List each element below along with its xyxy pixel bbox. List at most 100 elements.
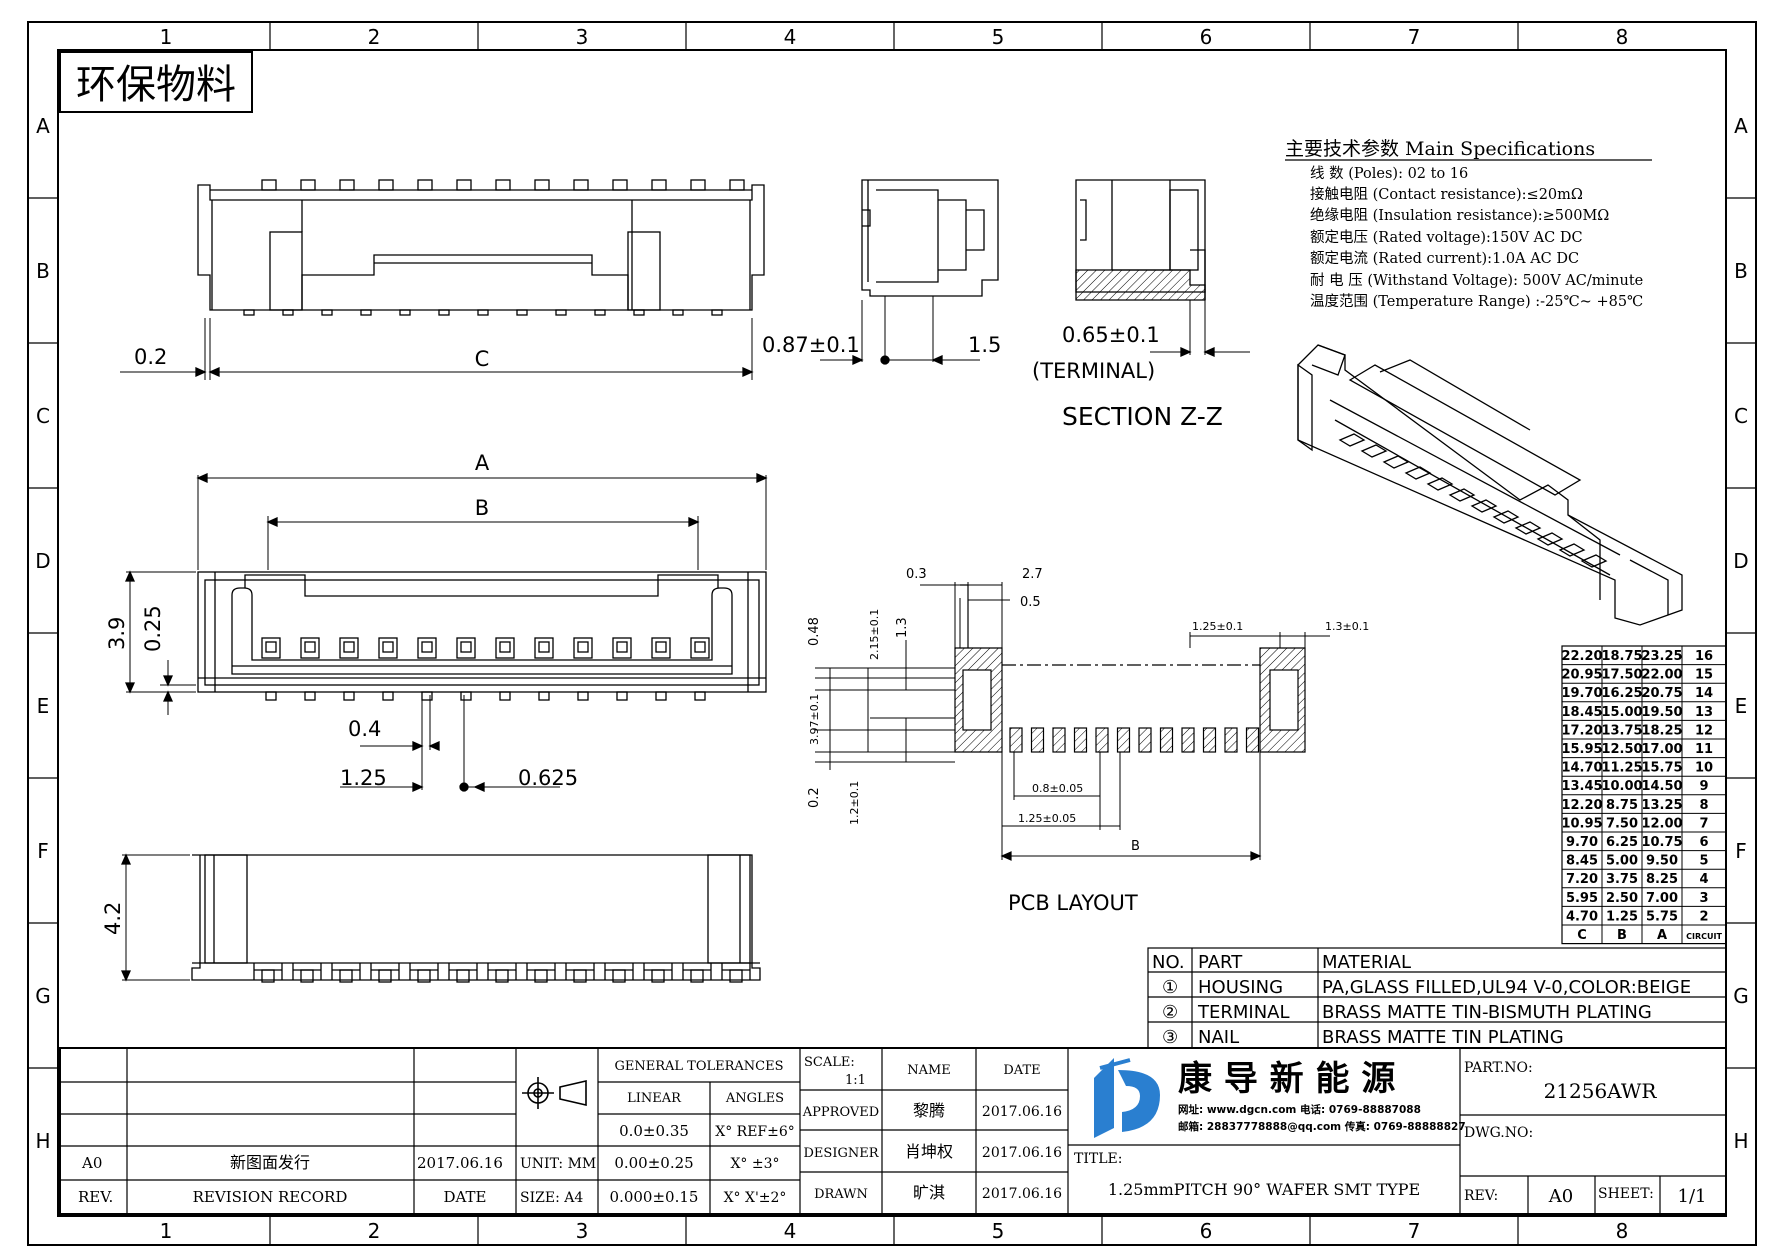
drawn-date: 2017.06.16 — [982, 1186, 1062, 1202]
front-pin-foot — [694, 691, 706, 701]
bom-header-material: MATERIAL — [1322, 952, 1411, 973]
front-pin-foot — [577, 691, 589, 701]
top-pin — [378, 179, 394, 191]
bom-no: ① — [1162, 977, 1178, 998]
bottom-pin — [487, 963, 517, 980]
pcb-pad — [1009, 727, 1023, 753]
dim-table-cell: 2.50 — [1606, 891, 1638, 906]
bottom-pin — [331, 963, 361, 980]
designer-name: 肖坤权 — [905, 1142, 953, 1161]
bottom-view — [120, 853, 761, 983]
iso-pin — [1404, 466, 1432, 480]
pcb-pad — [1052, 727, 1066, 753]
approved-date: 2017.06.16 — [982, 1104, 1062, 1120]
pcb-dim-2-7: 2.7 — [1022, 567, 1043, 582]
company-logo-icon — [1094, 1058, 1160, 1138]
front-pin-foot — [655, 691, 667, 701]
dim-0-4: 0.4 — [348, 717, 381, 741]
pcb-pad — [1095, 727, 1109, 753]
dim-table-cell: 9.70 — [1566, 835, 1598, 850]
dim-table-cell: 12.50 — [1601, 742, 1642, 757]
dim-table-cell: A — [1657, 928, 1667, 943]
row-label: A — [1734, 114, 1748, 138]
dim-c: C — [475, 347, 490, 371]
pcb-dim-0-2: 0.2 — [807, 787, 822, 808]
designer-label: DESIGNER — [804, 1146, 880, 1161]
top-pin-foot — [672, 309, 684, 316]
dim-4-2: 4.2 — [101, 902, 125, 935]
bottom-pin — [682, 963, 712, 980]
col-label: 2 — [368, 25, 381, 49]
tol-linear-val: 0.00±0.25 — [614, 1154, 693, 1172]
side-view-dims: 0.87±0.1 1.5 — [762, 333, 1001, 357]
dim-table-cell: 4 — [1699, 872, 1708, 887]
row-label: B — [1734, 259, 1748, 283]
rev-value: A0 — [1548, 1186, 1573, 1207]
pcb-dim-1-3: 1.3 — [895, 617, 910, 638]
bottom-pin — [721, 963, 751, 980]
top-pin-foot — [516, 309, 528, 316]
iso-pin — [1338, 433, 1366, 447]
company-contact: 邮箱: 28837778888@qq.com 传真: 0769-88888827 — [1178, 1120, 1466, 1133]
dim-table-cell: 4.70 — [1566, 909, 1598, 924]
top-pin-foot — [321, 309, 333, 316]
dim-table-cell: 18.45 — [1561, 705, 1602, 720]
front-pin-foot — [343, 691, 355, 701]
dim-table-cell: 8.45 — [1566, 854, 1598, 869]
bom-material: BRASS MATTE TIN PLATING — [1322, 1027, 1564, 1048]
top-pin-foot — [438, 309, 450, 316]
tol-angle-val: X° X'±2° — [724, 1190, 787, 1206]
pcb-dim-1-25-b: 1.25±0.05 — [1018, 812, 1076, 825]
top-pin-foot — [711, 309, 723, 316]
top-pin-foot — [555, 309, 567, 316]
dim-table-cell: 17.20 — [1561, 723, 1602, 738]
iso-pin — [1448, 488, 1476, 502]
drawing-frame — [27, 21, 1757, 1246]
dim-table-cell: 20.75 — [1641, 686, 1682, 701]
sheet-label: SHEET: — [1598, 1186, 1654, 1202]
drawn-label: DRAWN — [814, 1187, 868, 1202]
dim-table-cell: CIRCUIT — [1686, 932, 1722, 941]
dim-table-cell: 13 — [1695, 705, 1713, 720]
front-pin-core — [382, 641, 394, 653]
top-pin — [573, 179, 589, 191]
dim-table-cell: 10.00 — [1601, 779, 1642, 794]
dim-table-cell: 12 — [1695, 723, 1713, 738]
col-label: 5 — [992, 25, 1005, 49]
front-pin-core — [304, 641, 316, 653]
front-pin — [573, 637, 593, 659]
spec-line: 温度范围 (Temperature Range) :-25℃~ +85℃ — [1310, 293, 1643, 310]
iso-pin — [1558, 543, 1586, 557]
dim-table-cell: 19.70 — [1561, 686, 1602, 701]
front-pin — [417, 637, 437, 659]
pcb-pad — [1030, 727, 1045, 753]
col-label: 4 — [784, 1219, 797, 1243]
dim-table-cell: 7 — [1699, 816, 1708, 831]
frame-labels: 1 2 3 4 5 6 7 8 1 2 3 4 5 6 7 8 A B C D … — [35, 25, 1749, 1243]
dim-table-cell: 3.75 — [1606, 872, 1638, 887]
dim-terminal: (TERMINAL) — [1032, 359, 1155, 383]
row-label: H — [1733, 1129, 1748, 1153]
approved-label: APPROVED — [802, 1105, 879, 1120]
row-label: F — [1735, 839, 1747, 863]
front-pin — [612, 637, 632, 659]
dim-table-cell: 1.25 — [1606, 909, 1638, 924]
pcb-dim-0-3: 0.3 — [906, 567, 927, 582]
bottom-pin-pad — [690, 969, 704, 983]
spec-line: 接触电阻 (Contact resistance):≤20mΩ — [1310, 186, 1583, 203]
dim-table-cell: 13.75 — [1601, 723, 1642, 738]
dim-table-cell: 8.25 — [1646, 872, 1678, 887]
front-pin-core — [655, 641, 667, 653]
dim-table-cell: 7.50 — [1606, 816, 1638, 831]
dim-table-cell: 20.95 — [1561, 668, 1602, 683]
top-pin — [495, 179, 511, 191]
scale-label: SCALE: — [804, 1055, 855, 1070]
top-pin-foot — [360, 309, 372, 316]
designer-date: 2017.06.16 — [982, 1145, 1062, 1161]
front-pin — [300, 637, 320, 659]
dim-table-cell: 9 — [1699, 779, 1708, 794]
unit-label: UNIT: MM — [520, 1156, 596, 1172]
dim-0-25: 0.25 — [141, 605, 165, 652]
front-pin-foot — [382, 691, 394, 701]
